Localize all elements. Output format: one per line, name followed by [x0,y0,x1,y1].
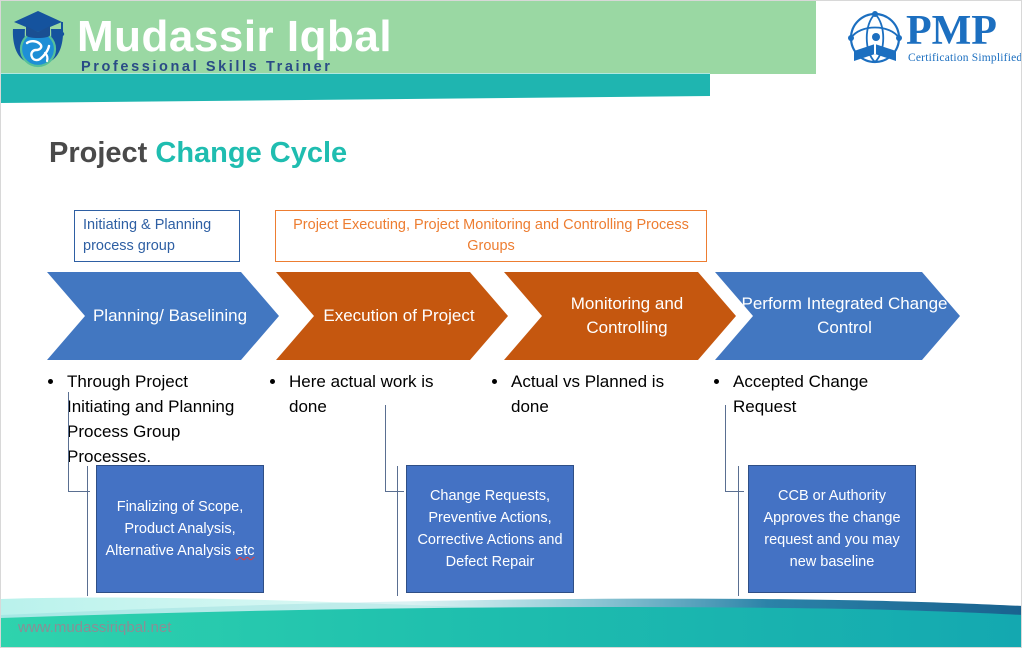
chevron-perform-integrated-change-control: Perform Integrated Change Control [715,272,960,360]
connector-line-execution-elbow [385,405,387,492]
chevron-planning-baselining: Planning/ Baselining [47,272,279,360]
detail-box-planning: Finalizing of Scope, Product Analysis, A… [96,465,264,593]
footer-wave [1,597,1021,647]
page-title-part1: Project [49,137,156,169]
chevron-planning-baselining-label: Planning/ Baselining [92,306,248,325]
bullet-group-change-control: Accepted Change Request [713,369,913,419]
connector-line-planning-elbow [68,392,70,492]
list-item: Through Project Initiating and Planning … [65,369,247,469]
detail-box-change-control: CCB or Authority Approves the change req… [748,465,916,593]
page-title-part2: Change Cycle [155,137,348,169]
detail-box-planning-text: Finalizing of Scope, Product Analysis, A… [105,499,244,559]
callout-executing-monitoring-label: Project Executing, Project Monitoring an… [293,217,689,254]
pmp-logo-text: PMP [906,8,997,54]
list-item: Accepted Change Request [731,369,913,419]
connector-line-execution-stem [397,466,399,596]
callout-initiating-planning: Initiating & Planning process group [74,210,240,262]
chevron-monitoring-controlling-label: Monitoring and Controlling [570,294,684,337]
chevron-monitoring-controlling: Monitoring and Controlling [504,272,736,360]
pmp-logo: PMP Certification Simplified [846,8,1021,71]
detail-box-change-control-text: CCB or Authority Approves the change req… [763,488,901,570]
detail-box-planning-etc: etc [235,543,255,559]
detail-box-execution: Change Requests, Preventive Actions, Cor… [406,465,574,593]
footer-url: www.mudassiriqbal.net [18,619,172,636]
chevron-execution-of-project: Execution of Project [276,272,508,360]
list-item: Here actual work is done [287,369,469,419]
header-green-band [1,1,816,74]
bullet-group-planning: Through Project Initiating and Planning … [47,369,247,469]
bullet-group-execution: Here actual work is done [269,369,469,419]
brand-name: Mudassir Iqbal [77,12,393,61]
callout-executing-monitoring: Project Executing, Project Monitoring an… [275,210,707,262]
callout-initiating-planning-label: Initiating & Planning process group [83,217,212,254]
header-teal-band [1,74,710,103]
connector-line-change-control-elbow-foot [725,491,744,493]
pmp-network-book-icon [848,11,902,64]
graduation-cap-globe-icon [7,7,69,71]
chevron-perform-integrated-change-control-label: Perform Integrated Change Control [741,294,948,337]
connector-line-change-control-elbow [725,405,727,492]
connector-line-execution-elbow-foot [385,491,404,493]
detail-box-execution-text: Change Requests, Preventive Actions, Cor… [417,488,563,570]
list-item: Actual vs Planned is done [509,369,691,419]
pmp-logo-tagline: Certification Simplified [908,52,1022,64]
chevron-execution-of-project-label: Execution of Project [323,306,475,325]
brand-tagline: Professional Skills Trainer [81,59,333,75]
connector-line-change-control-stem [738,466,740,596]
connector-line-planning-elbow-foot [68,491,90,493]
bullet-group-monitoring: Actual vs Planned is done [491,369,691,419]
connector-line-planning-stem [87,466,89,596]
page-title: Project Change Cycle [49,137,347,170]
